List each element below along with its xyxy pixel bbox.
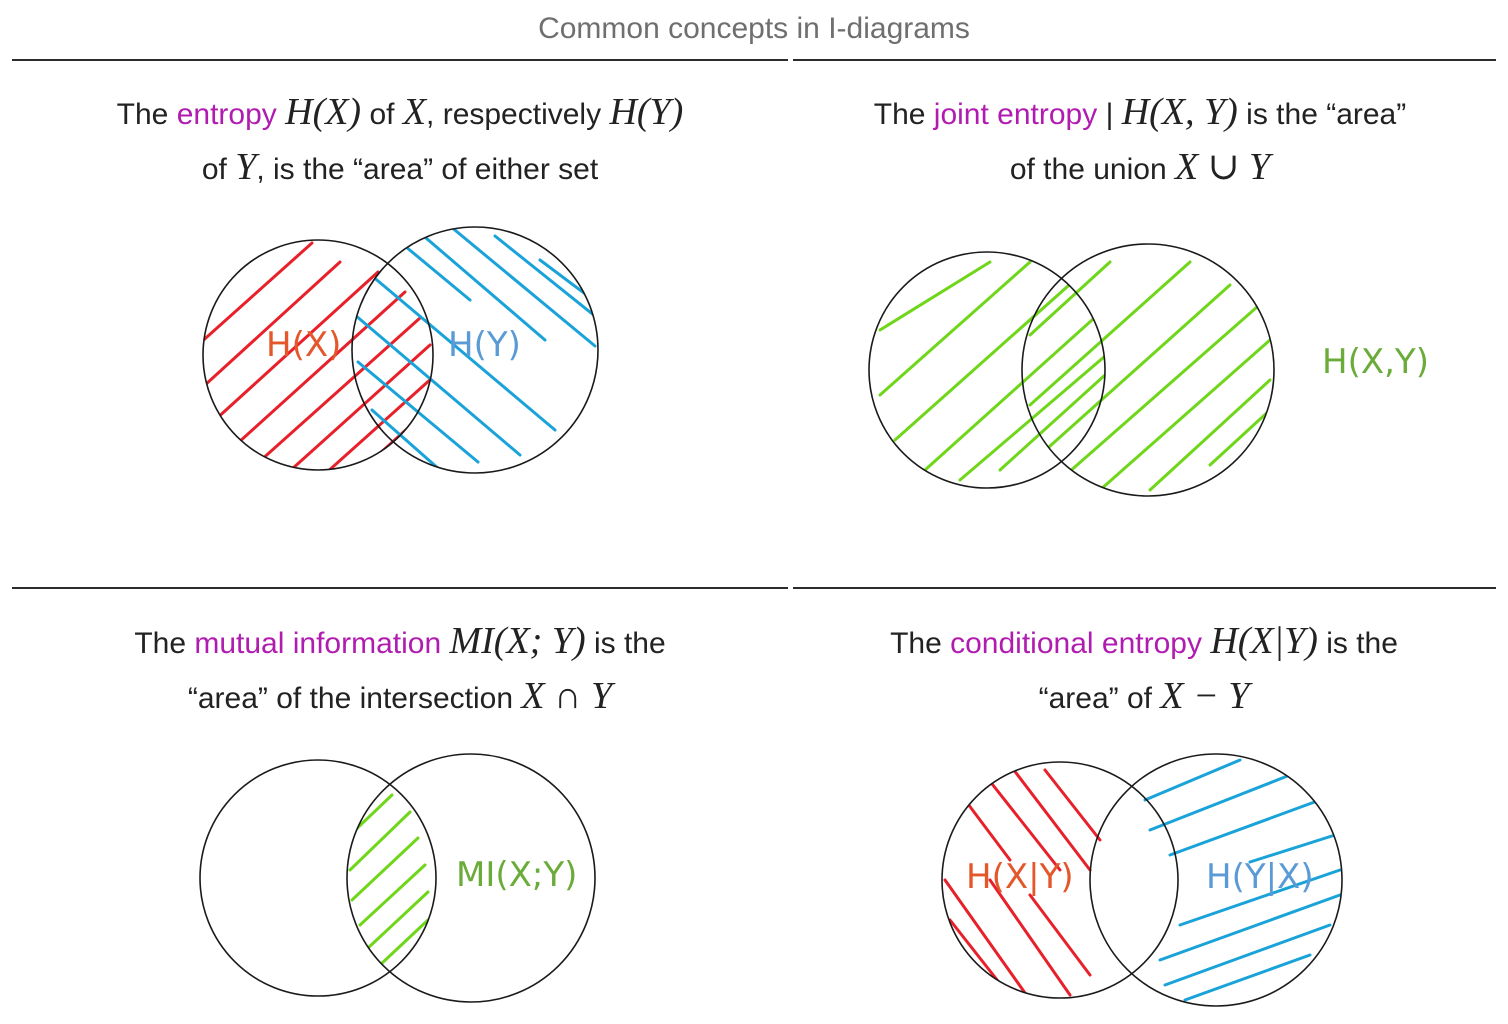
label-mi-xy: MI(X;Y)	[456, 855, 577, 895]
entropy-caption: The entropy H(X) of X, respectively H(Y)…	[20, 86, 780, 196]
divider	[12, 59, 788, 61]
caption-text: The	[116, 98, 169, 131]
term-mutual-information: mutual information	[194, 627, 442, 660]
caption-text: of	[369, 98, 395, 131]
divider	[793, 587, 1496, 589]
green-hatch	[878, 260, 1272, 492]
caption-text: “area” of	[1038, 682, 1153, 715]
math-h-x: H(X)	[285, 91, 362, 133]
math-h-y: H(Y)	[609, 91, 684, 133]
term-entropy: entropy	[176, 98, 277, 131]
caption-text: The	[890, 627, 942, 660]
label-h-x: H(X)	[266, 325, 341, 365]
set-y-circle	[1089, 753, 1343, 1007]
caption-text: “area” of the intersection	[187, 682, 514, 715]
term-joint-entropy: joint entropy	[933, 98, 1098, 131]
set-x-circle	[202, 239, 434, 471]
joint-entropy-caption: The joint entropy | H(X, Y) is the “area…	[760, 86, 1508, 196]
label-h-xy: H(X,Y)	[1322, 342, 1429, 382]
blue-hatch	[1143, 758, 1342, 1002]
set-x-circle	[941, 761, 1179, 999]
caption-text: The	[873, 98, 926, 131]
joint-entropy-diagram: H(X,Y)	[868, 243, 1429, 497]
caption-text: is the “area”	[1246, 98, 1407, 131]
caption-text: The	[134, 627, 187, 660]
entropy-diagram: H(X) H(Y)	[202, 226, 599, 474]
math-h-x-given-y: H(X|Y)	[1210, 620, 1318, 662]
red-hatch	[943, 763, 1102, 998]
math-mi: MI(X; Y)	[449, 620, 586, 662]
set-y-circle	[346, 753, 596, 1003]
label-h-y: H(Y)	[448, 325, 521, 365]
caption-separator: |	[1105, 98, 1114, 131]
caption-text: of	[201, 153, 227, 186]
conditional-entropy-caption: The conditional entropy H(X|Y) is the “a…	[764, 615, 1508, 725]
page-title: Common concepts in I-diagrams	[538, 12, 970, 45]
math-difference: X − Y	[1160, 675, 1250, 717]
divider	[793, 59, 1496, 61]
caption-text: is the	[1326, 627, 1398, 660]
math-h-xy: H(X, Y)	[1121, 91, 1238, 133]
label-h-y-given-x: H(Y|X)	[1206, 857, 1314, 897]
conditional-entropy-diagram: H(X|Y) H(Y|X)	[941, 753, 1343, 1007]
math-intersection: X ∩ Y	[521, 675, 613, 717]
caption-text: of the union	[1009, 153, 1167, 186]
mutual-information-diagram: MI(X;Y)	[199, 753, 596, 1003]
caption-text: , is the “area” of either set	[256, 153, 599, 186]
divider	[12, 587, 788, 589]
set-y-circle	[351, 226, 599, 474]
term-conditional-entropy: conditional entropy	[950, 627, 1202, 660]
caption-text: is the	[593, 627, 666, 660]
set-x-circle	[868, 251, 1106, 489]
math-union: X ∪ Y	[1174, 146, 1271, 188]
math-y: Y	[235, 146, 257, 188]
math-x: X	[402, 91, 427, 133]
label-h-x-given-y: H(X|Y)	[966, 857, 1074, 897]
set-x-circle	[199, 759, 437, 997]
mutual-information-caption: The mutual information MI(X; Y) is the “…	[20, 615, 780, 725]
caption-text: , respectively	[426, 98, 602, 131]
set-y-circle	[1021, 243, 1275, 497]
